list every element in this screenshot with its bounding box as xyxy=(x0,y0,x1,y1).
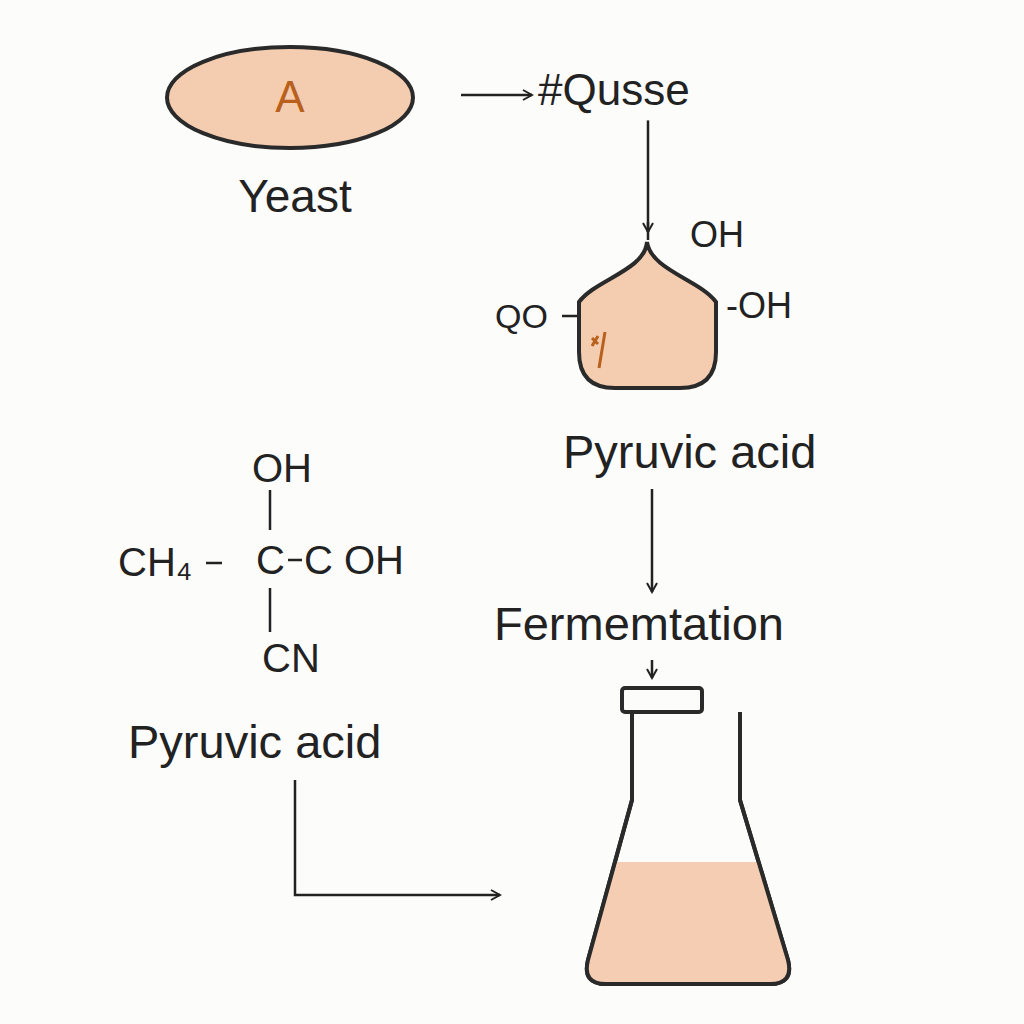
node-caption: Pyruvic acid xyxy=(563,426,816,478)
atom-label: CN xyxy=(262,636,320,680)
flow-arrow xyxy=(295,780,500,895)
mark-symbol xyxy=(592,332,605,368)
flow-arrow xyxy=(647,120,650,232)
atom-label: C xyxy=(256,538,285,582)
node-caption: Yeast xyxy=(165,171,425,222)
flow-arrow xyxy=(651,489,654,592)
node-letter: A xyxy=(165,73,415,121)
atom-label: CH₄ xyxy=(118,540,192,584)
molecule-shape: Pyruvic acid xyxy=(555,238,895,483)
flask-cap xyxy=(622,688,702,712)
group-label: -OH xyxy=(726,286,792,326)
process-text: #Qusse xyxy=(538,66,690,114)
compound-name: Pyruvic acid xyxy=(128,716,381,768)
flow-arrow xyxy=(461,94,532,97)
blob-outline xyxy=(575,240,720,390)
organism-ellipse: AYeast xyxy=(165,45,455,150)
flask xyxy=(587,688,789,984)
group-label: OH xyxy=(252,446,312,490)
chemical-bonds xyxy=(206,490,302,632)
process-label: #Qusse xyxy=(538,66,690,114)
group-label: QO xyxy=(495,298,548,335)
flow-arrow xyxy=(651,660,654,678)
atom-label: C OH xyxy=(304,538,404,582)
process-label: Fermemtation xyxy=(494,598,784,650)
flask-liquid xyxy=(587,862,789,984)
group-label: OH xyxy=(690,215,744,255)
process-text: Fermemtation xyxy=(494,598,784,650)
